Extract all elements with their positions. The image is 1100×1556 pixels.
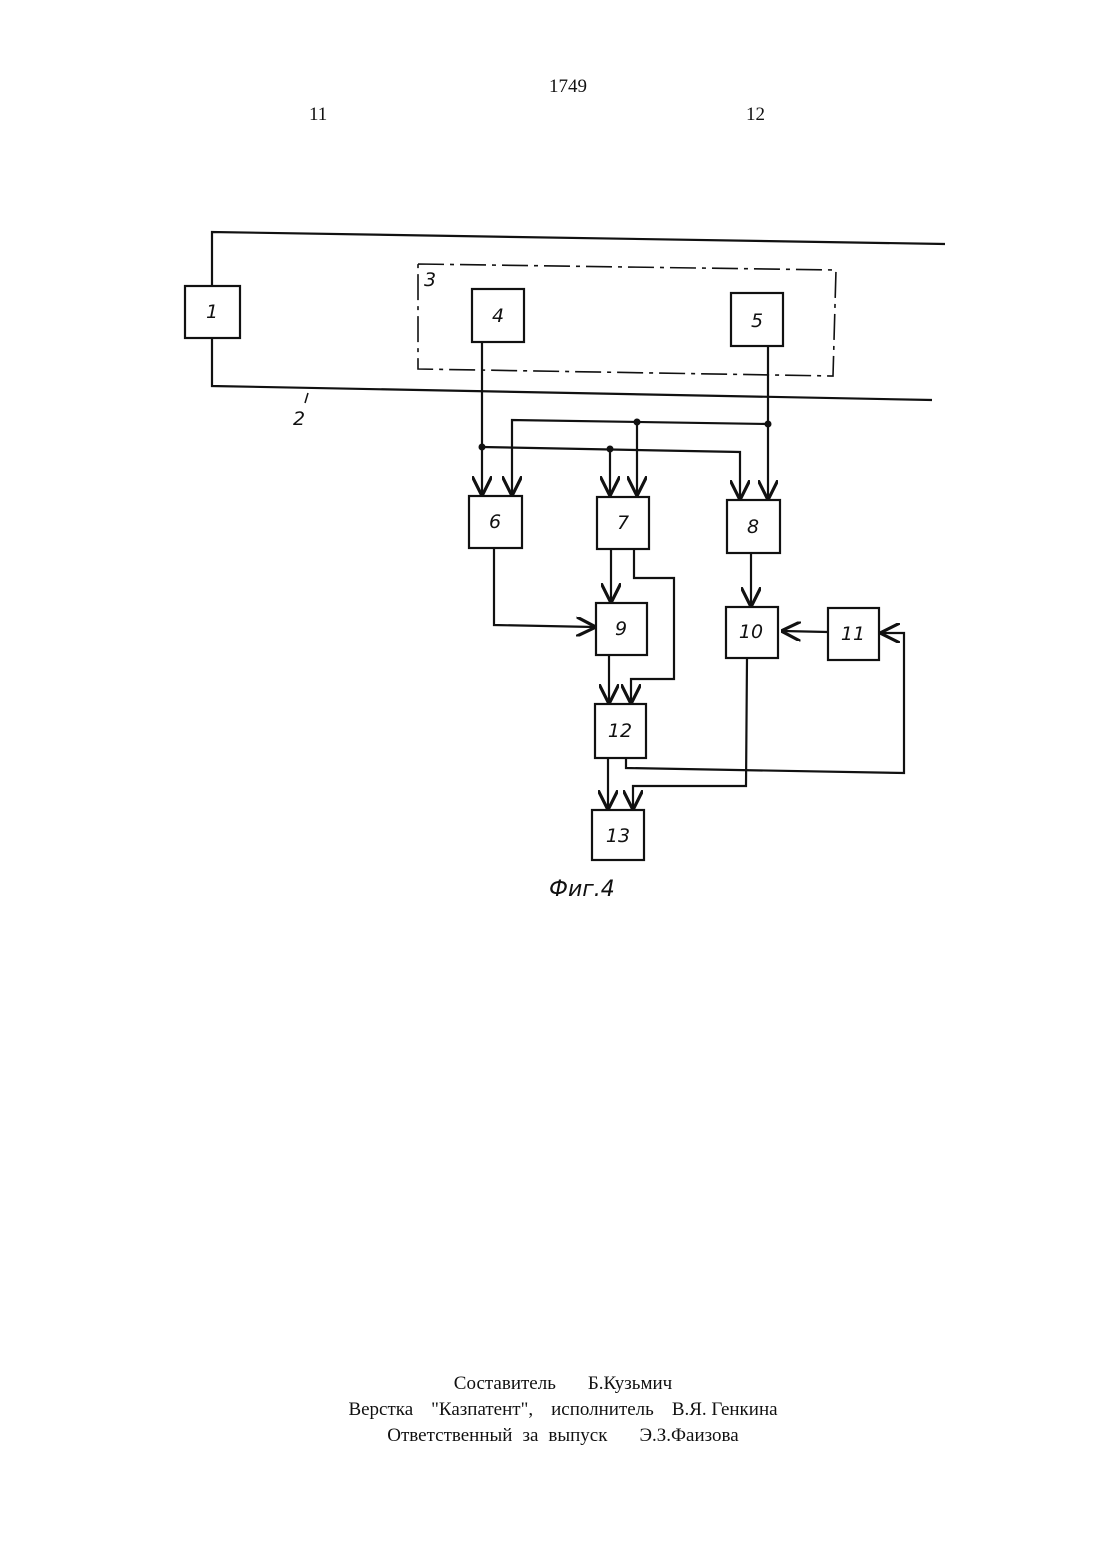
block-6-label: 6: [489, 511, 501, 533]
block-11-label: 11: [841, 623, 865, 645]
responsible-word-3: выпуск: [548, 1423, 607, 1449]
credits-row-compiler: Составитель Б.Кузьмич: [0, 1371, 1100, 1397]
credits-row-responsible: Ответственный за выпуск Э.З.Фаизова: [0, 1423, 1100, 1449]
responsible-name: Э.З.Фаизова: [639, 1423, 738, 1449]
block-10: 10: [726, 607, 778, 658]
block-12-label: 12: [608, 720, 632, 742]
block-6: 6: [469, 496, 522, 548]
block-1-label: 1: [206, 301, 218, 323]
credits-row-layout: Верстка "Казпатент", исполнитель В.Я. Генки…: [0, 1397, 1100, 1423]
block-diagram-figure: 1 4 5 6 7 8 9 10 11 12 13 2 3 Фиг.4: [0, 0, 1100, 960]
layout-org: "Казпатент",: [431, 1397, 533, 1423]
block-4-label: 4: [492, 305, 504, 327]
block-5-label: 5: [751, 310, 763, 332]
block-10-label: 10: [739, 621, 763, 643]
responsible-word-2: за: [522, 1423, 538, 1449]
block-12: 12: [595, 704, 646, 758]
block-13: 13: [592, 810, 644, 860]
block-7: 7: [597, 497, 649, 549]
executor-name: В.Я. Генкина: [672, 1397, 778, 1423]
block-11: 11: [828, 608, 879, 660]
block-1: 1: [185, 286, 240, 338]
block-9: 9: [596, 603, 647, 655]
label-bus-2: 2: [293, 408, 305, 430]
compiler-name: Б.Кузьмич: [588, 1371, 672, 1397]
label-enclosure-3: 3: [424, 269, 436, 291]
responsible-word-1: Ответственный: [387, 1423, 512, 1449]
block-9-label: 9: [615, 618, 627, 640]
block-4: 4: [472, 289, 524, 342]
executor-label: исполнитель: [551, 1397, 654, 1423]
layout-label: Верстка: [348, 1397, 413, 1423]
compiler-label: Составитель: [454, 1371, 556, 1397]
block-8: 8: [727, 500, 780, 553]
figure-caption: Фиг.4: [549, 877, 615, 902]
block-7-label: 7: [617, 512, 629, 534]
block-8-label: 8: [747, 516, 759, 538]
block-13-label: 13: [606, 825, 630, 847]
bus-lower-line: [212, 339, 932, 400]
credits-block: Составитель Б.Кузьмич Верстка "Казпатент",…: [0, 1371, 1100, 1449]
block-5: 5: [731, 293, 783, 346]
